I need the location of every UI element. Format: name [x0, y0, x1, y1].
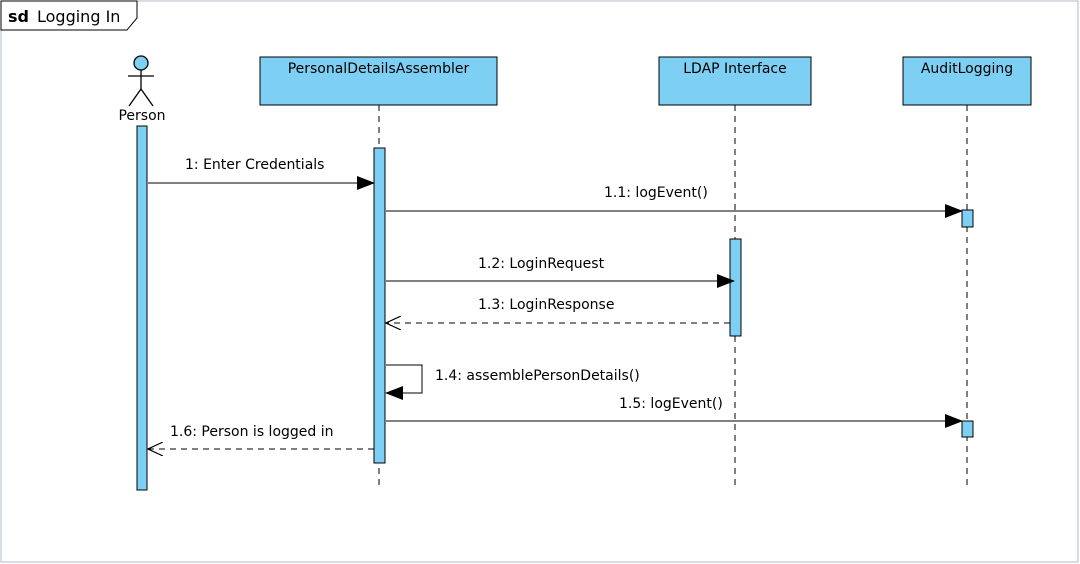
lifeline-head [902, 56, 1032, 106]
message-1: 1: Enter Credentials [148, 157, 375, 190]
frame-label: sd Logging In [0, 0, 138, 31]
lifeline-head [658, 56, 812, 106]
message-label: 1.6: Person is logged in [170, 424, 334, 440]
message-label: 1.5: logEvent() [619, 396, 723, 412]
activation-bar-audit-2 [961, 420, 974, 438]
message-label: 1: Enter Credentials [185, 157, 324, 173]
actor-name: Person [118, 108, 165, 124]
message-label: 1.2: LoginRequest [478, 256, 605, 272]
lifeline-name: AuditLogging [921, 61, 1013, 77]
message-label: 1.1: logEvent() [604, 185, 708, 201]
lifeline-ldap-interface: LDAP Interface [658, 56, 812, 106]
message-1-4: 1.4: assemblePersonDetails() [385, 364, 640, 400]
activation-bar-ldap [729, 238, 742, 337]
activation-bar-person [136, 125, 148, 491]
lifeline-name: PersonalDetailsAssembler [288, 61, 470, 77]
frame-title: Logging In [37, 7, 120, 26]
lifeline-personal-details-assembler: PersonalDetailsAssembler [259, 56, 498, 106]
lifeline-audit-logging: AuditLogging [902, 56, 1032, 106]
message-1-5: 1.5: logEvent() [386, 396, 963, 428]
lifeline-name: LDAP Interface [683, 61, 786, 77]
frame-keyword: sd [8, 7, 29, 26]
message-1-2: 1.2: LoginRequest [386, 256, 735, 288]
message-arrow [385, 364, 423, 400]
activation-bar-audit-1 [961, 209, 974, 228]
message-label: 1.3: LoginResponse [478, 297, 614, 313]
message-1-3: 1.3: LoginResponse [386, 297, 730, 323]
message-1-1: 1.1: logEvent() [386, 185, 963, 218]
stick-figure-icon [128, 55, 154, 107]
activation-bar-assembler [373, 147, 386, 464]
frame-label-tab [0, 0, 138, 31]
actor-person: Person [118, 55, 166, 124]
message-label: 1.4: assemblePersonDetails() [435, 368, 640, 384]
message-1-6: 1.6: Person is logged in [148, 424, 374, 449]
